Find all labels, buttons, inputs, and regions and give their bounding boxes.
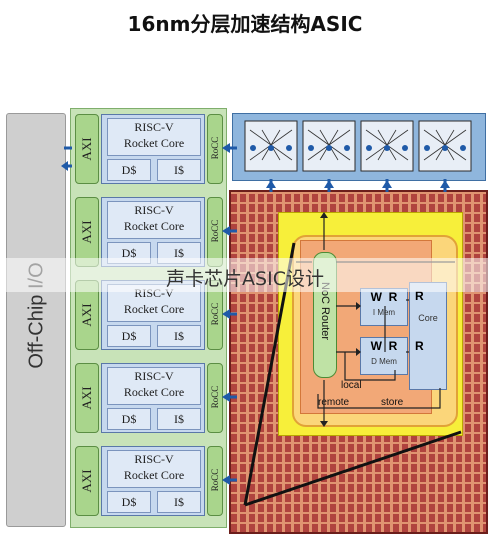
icache: I$ [157,325,201,347]
d-mem: W R D Mem [360,337,408,375]
axi-block: AXI [75,446,99,516]
diagram-title: 16nm分层加速结构ASIC [127,12,363,36]
off-chip-io-block: Off-Chip I/O [6,113,66,527]
dcache: D$ [107,408,151,430]
dcache: D$ [107,325,151,347]
icache: I$ [157,491,201,513]
tile-core: R Core R [409,282,447,390]
dcache: D$ [107,491,151,513]
remote-label: remote [318,397,350,408]
watermark-text: 声卡芯片ASIC设计 [166,268,324,290]
icache: I$ [157,408,201,430]
store-label: store [381,397,404,408]
dcache: D$ [107,159,151,181]
axi-block: AXI [75,363,99,433]
zoom-line-right [244,430,462,507]
i-mem: W R I Mem [360,288,408,326]
icache: I$ [157,159,201,181]
rocc-block: RoCC [207,363,223,433]
watermark-band [0,258,490,292]
rocc-block: RoCC [207,114,223,184]
axi-block: AXI [75,197,99,267]
local-label: local [341,380,362,391]
axi-block: AXI [75,114,99,184]
rocc-block: RoCC [207,446,223,516]
